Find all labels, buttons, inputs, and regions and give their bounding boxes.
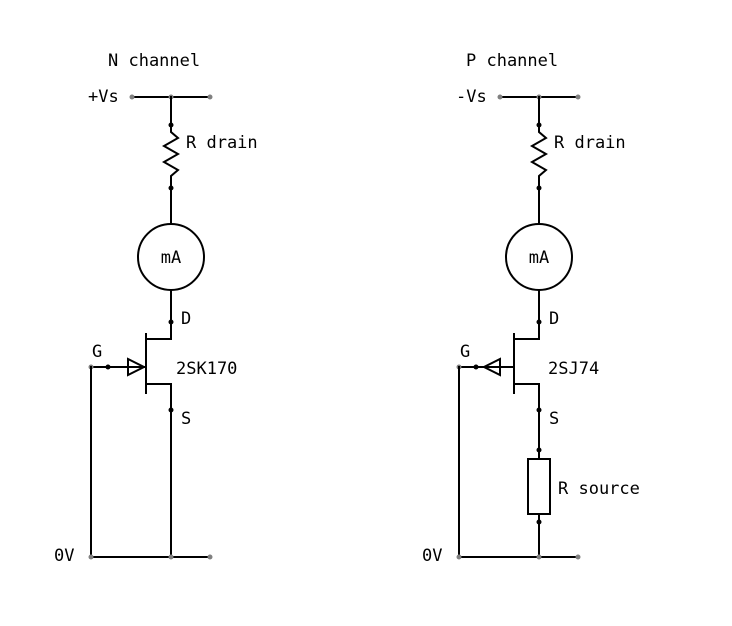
p-ground-node bbox=[536, 554, 542, 560]
p-device-label: 2SJ74 bbox=[548, 359, 599, 379]
n-gate-arrow-icon bbox=[127, 357, 147, 377]
p-ground-label: 0V bbox=[422, 546, 442, 566]
n-device-label: 2SK170 bbox=[176, 359, 237, 379]
n-ground-node bbox=[168, 554, 174, 560]
p-drain-resistor bbox=[529, 124, 549, 189]
p-channel-title: P channel bbox=[466, 51, 558, 71]
p-channel-circuit: P channel -Vs R drain mA D 2SJ74 bbox=[422, 51, 640, 566]
p-meter-label: mA bbox=[529, 248, 549, 268]
n-drain-resistor bbox=[161, 124, 181, 189]
p-drain-label: D bbox=[549, 309, 559, 329]
n-ground-terminal-right bbox=[207, 554, 213, 560]
n-channel-title: N channel bbox=[108, 51, 200, 71]
n-gate-label: G bbox=[92, 342, 102, 362]
p-supply-label: -Vs bbox=[456, 87, 487, 107]
p-source-label: S bbox=[549, 409, 559, 429]
p-source-resistor bbox=[527, 458, 551, 515]
p-drain-resistor-label: R drain bbox=[554, 133, 626, 153]
n-ground-terminal-left bbox=[88, 554, 94, 560]
p-supply-terminal-right bbox=[575, 94, 581, 100]
p-ground-terminal-left bbox=[456, 554, 462, 560]
n-supply-terminal-left bbox=[129, 94, 135, 100]
p-jfet-2sj74 bbox=[458, 321, 540, 411]
n-source-label: S bbox=[181, 409, 191, 429]
p-supply-terminal-left bbox=[497, 94, 503, 100]
n-drain-resistor-label: R drain bbox=[186, 133, 258, 153]
n-drain-label: D bbox=[181, 309, 191, 329]
n-ground-label: 0V bbox=[54, 546, 74, 566]
n-channel-circuit: N channel +Vs R drain mA D 2SK170 bbox=[54, 51, 258, 566]
p-gate-label: G bbox=[460, 342, 470, 362]
n-supply-terminal-right bbox=[207, 94, 213, 100]
p-gate-pin bbox=[473, 364, 479, 370]
n-meter-label: mA bbox=[161, 248, 181, 268]
p-source-resistor-label: R source bbox=[558, 479, 640, 499]
n-supply-label: +Vs bbox=[88, 87, 119, 107]
n-gate-pin bbox=[105, 364, 111, 370]
n-jfet-2sk170 bbox=[90, 321, 172, 411]
p-ground-terminal-right bbox=[575, 554, 581, 560]
p-gate-arrow-icon bbox=[481, 357, 501, 377]
